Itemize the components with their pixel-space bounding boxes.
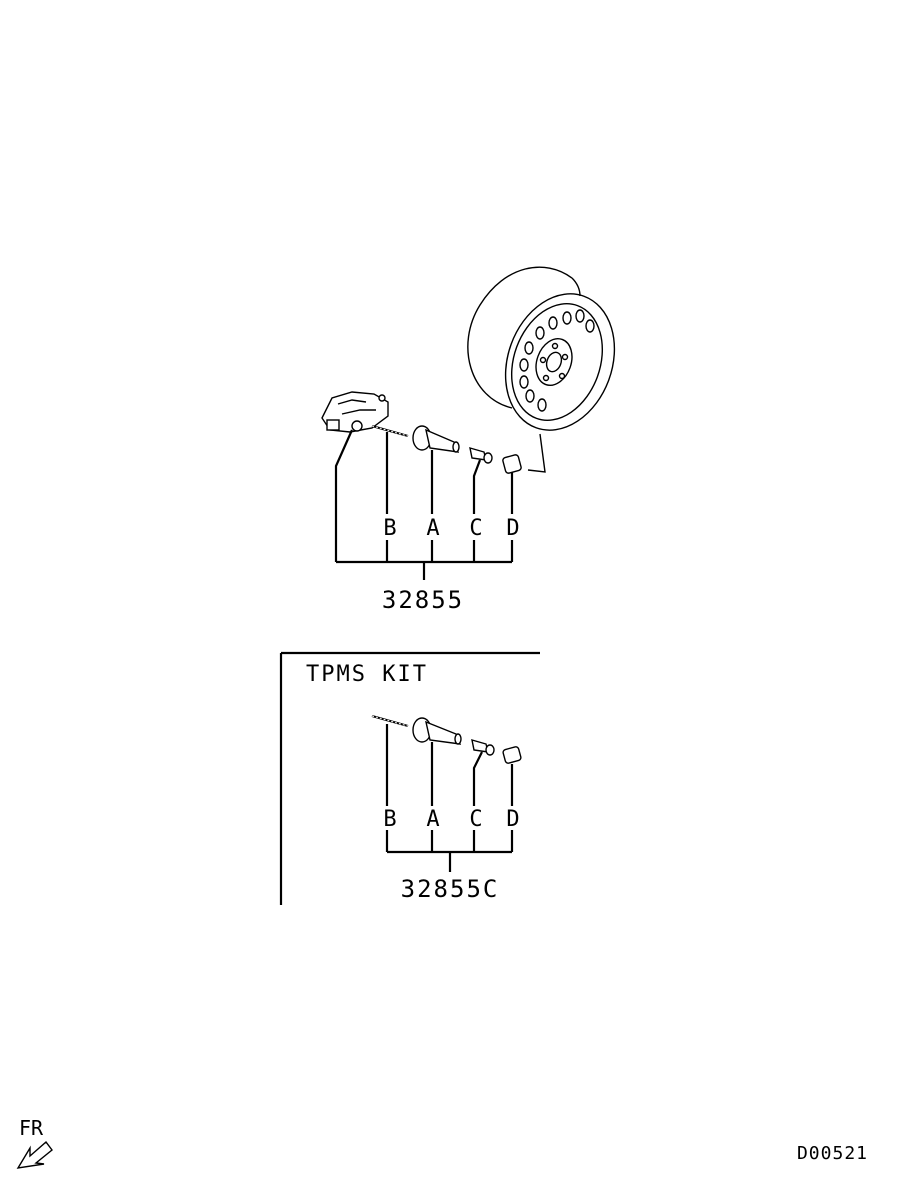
upper-callout-a: A <box>426 516 439 541</box>
front-direction-arrow-icon <box>16 1140 53 1169</box>
kit-callout-a: A <box>426 807 439 832</box>
upper-callout-d: D <box>506 516 519 541</box>
valve-core-icon <box>469 447 493 464</box>
kit-callout-c: C <box>469 807 482 832</box>
kit-leaders <box>385 724 514 872</box>
drawing-code: D00521 <box>797 1143 868 1164</box>
kit-part-number: 32855C <box>401 875 500 903</box>
upper-leaders <box>334 429 514 580</box>
kit-valve-cap-icon <box>502 746 522 764</box>
upper-part-number: 32855 <box>382 586 464 614</box>
wheel-illustration <box>467 266 616 473</box>
valve-stem-icon <box>412 425 460 453</box>
kit-callout-d: D <box>506 807 519 832</box>
upper-callout-b: B <box>383 516 396 541</box>
tpms-sensor-icon <box>321 391 389 433</box>
screw-icon <box>371 424 409 438</box>
kit-valve-core-icon <box>471 739 495 756</box>
kit-callout-b: B <box>383 807 396 832</box>
upper-callout-c: C <box>469 516 482 541</box>
kit-box-frame <box>279 651 540 905</box>
kit-screw-icon <box>371 714 409 728</box>
direction-label: FR <box>19 1116 44 1140</box>
valve-cap-icon <box>502 454 522 474</box>
kit-box-title: TPMS KIT <box>306 662 428 687</box>
kit-valve-stem-icon <box>412 717 462 745</box>
